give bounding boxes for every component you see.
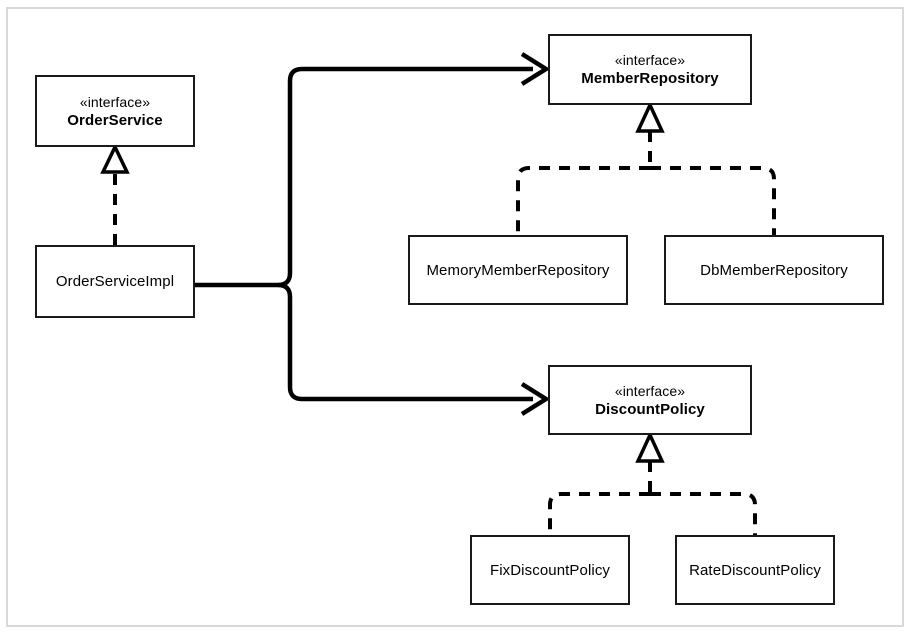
node-memory-member-repository[interactable]: MemoryMemberRepository: [408, 235, 628, 305]
node-db-member-repository[interactable]: DbMemberRepository: [664, 235, 884, 305]
stereotype-label: «interface»: [614, 52, 686, 68]
node-order-service[interactable]: «interface» OrderService: [35, 75, 195, 147]
node-member-repository[interactable]: «interface» MemberRepository: [548, 34, 752, 105]
class-name-label: DiscountPolicy: [595, 400, 705, 418]
class-name-label: OrderServiceImpl: [55, 273, 175, 290]
class-name-label: OrderService: [67, 111, 163, 129]
stereotype-label: «interface»: [614, 382, 686, 399]
node-fix-discount-policy[interactable]: FixDiscountPolicy: [470, 535, 630, 605]
class-name-label: MemoryMemberRepository: [426, 261, 610, 279]
stereotype-label: «interface»: [79, 93, 151, 110]
class-name-label: MemberRepository: [581, 70, 719, 87]
class-name-label: RateDiscountPolicy: [689, 561, 821, 579]
class-name-label: DbMemberRepository: [700, 261, 848, 279]
node-discount-policy[interactable]: «interface» DiscountPolicy: [548, 365, 752, 435]
node-rate-discount-policy[interactable]: RateDiscountPolicy: [675, 535, 835, 605]
class-name-label: FixDiscountPolicy: [489, 561, 611, 579]
node-order-service-impl[interactable]: OrderServiceImpl: [35, 245, 195, 318]
